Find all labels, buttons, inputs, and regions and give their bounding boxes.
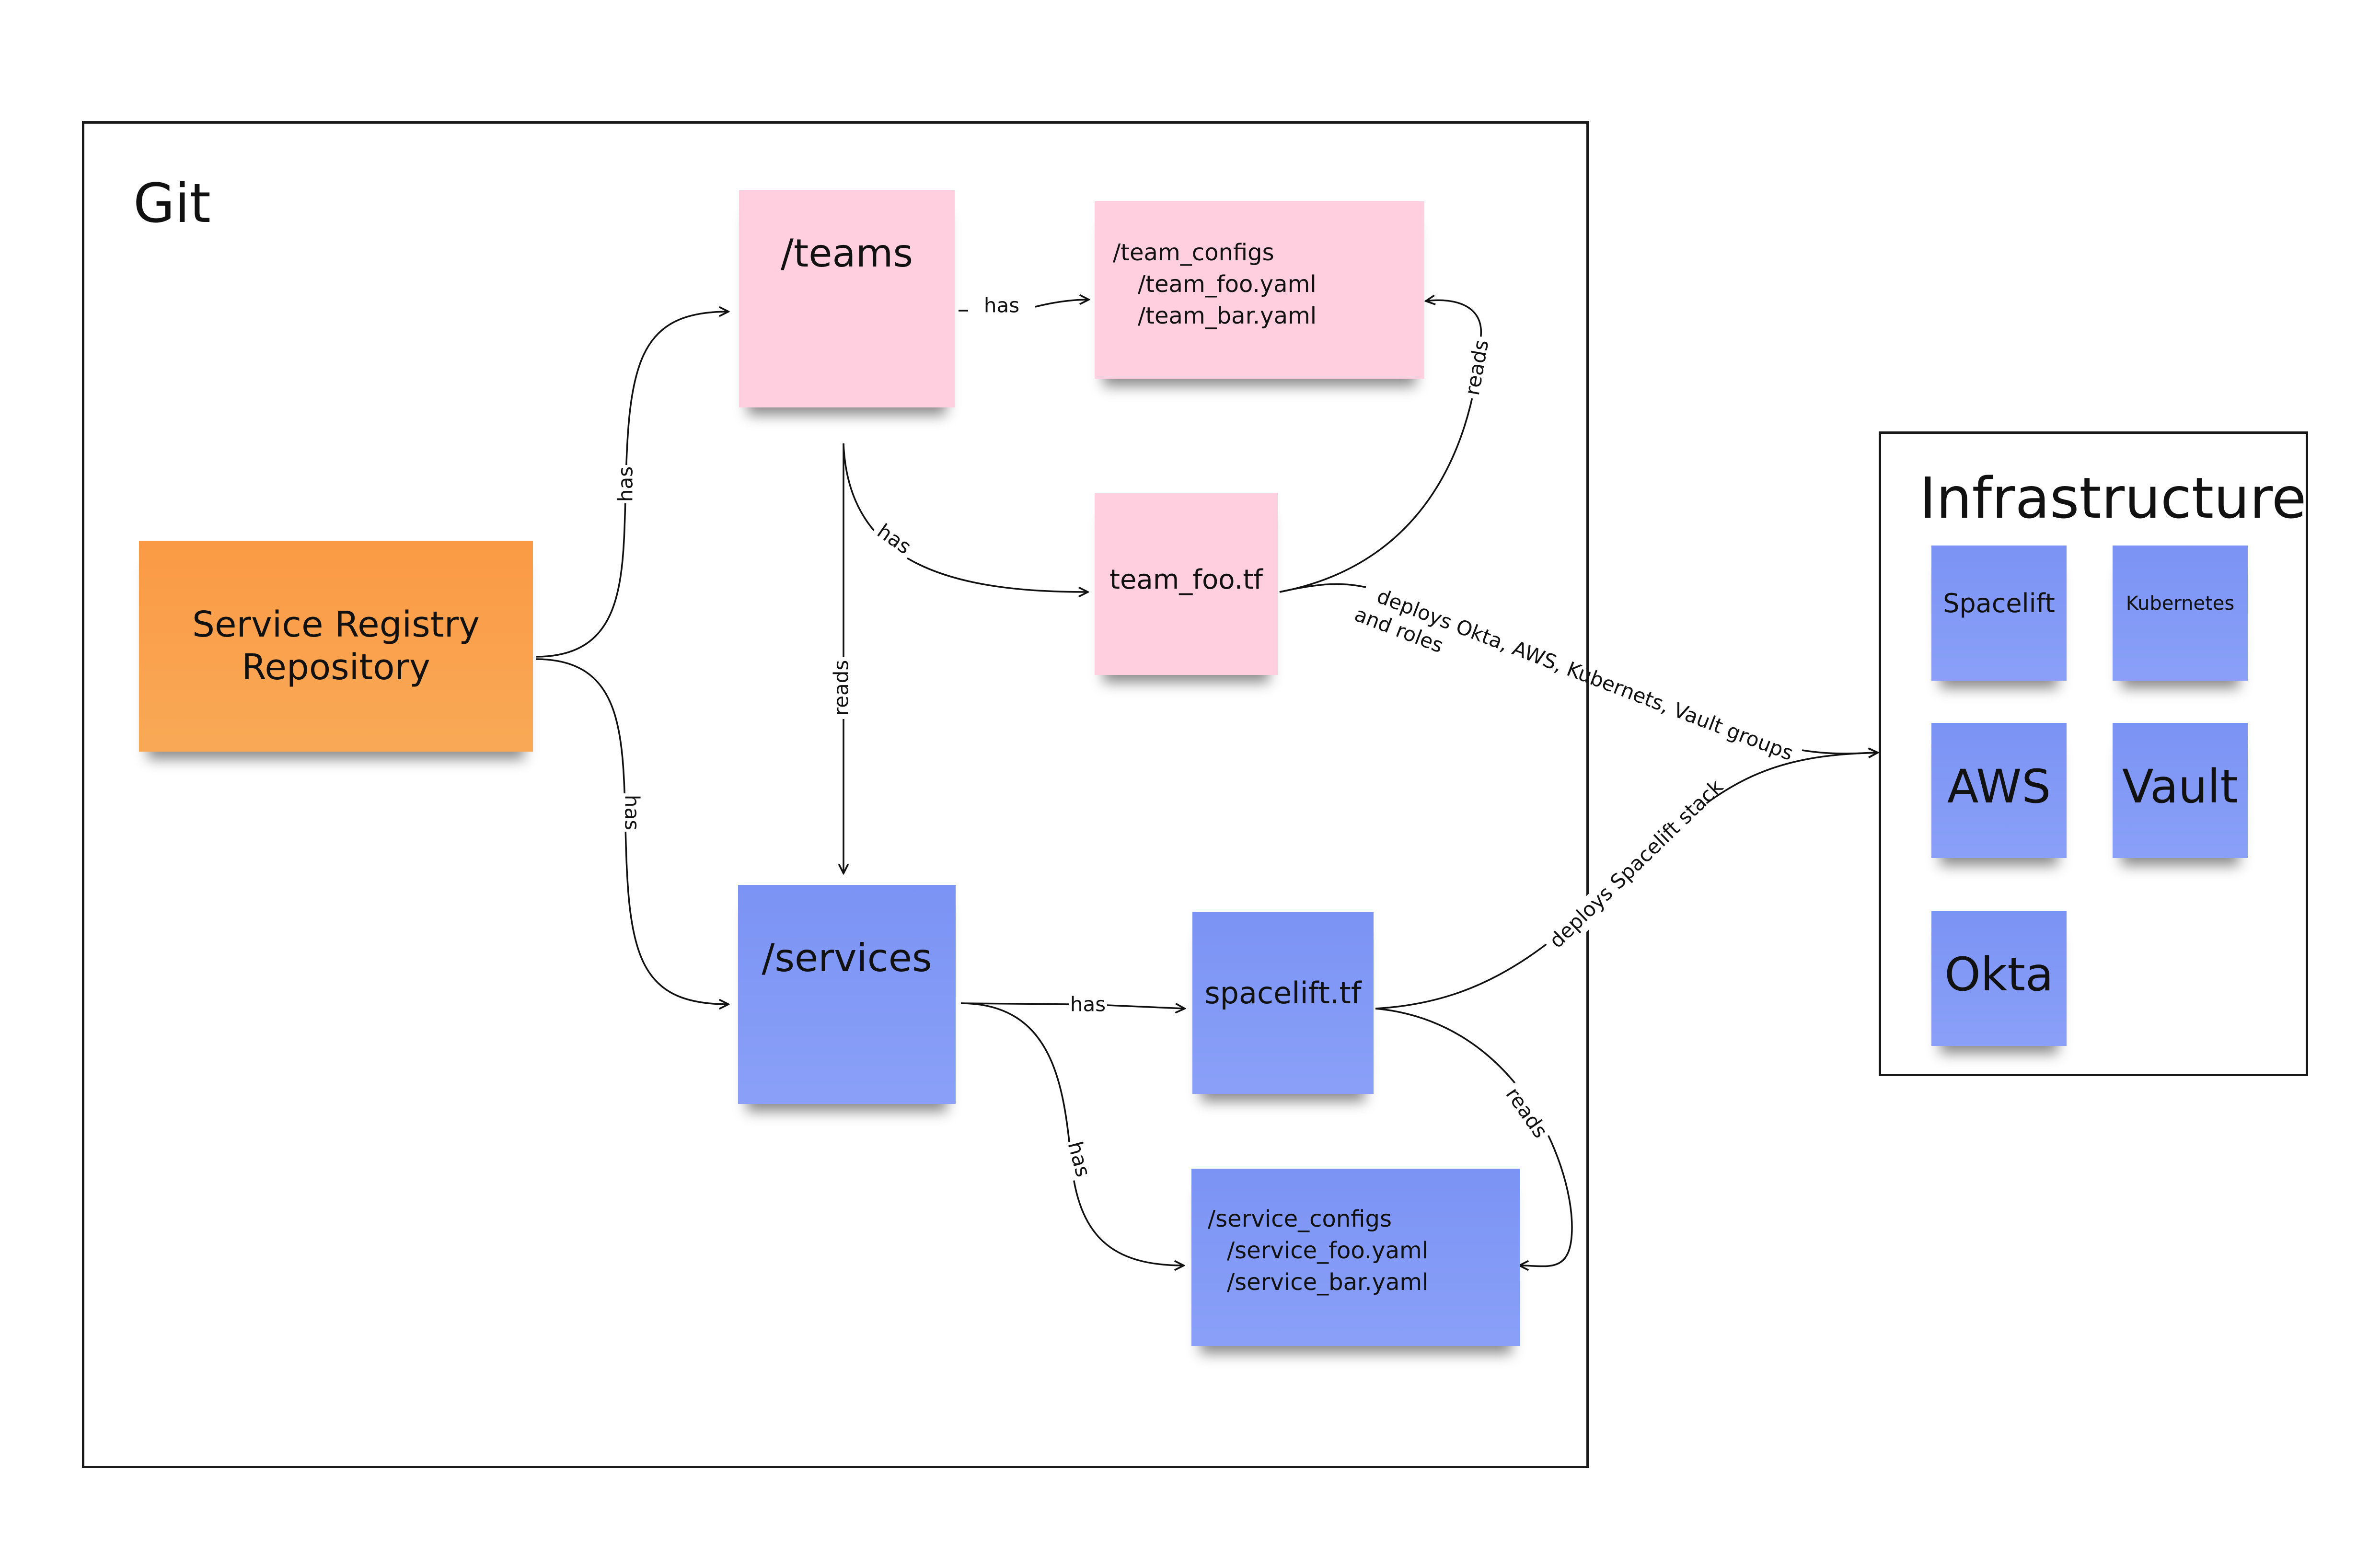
infra-kubernetes[interactable]: Kubernetes: [2113, 546, 2248, 681]
node-teams-label: /teams: [780, 231, 913, 276]
node-spacelift-tf-label: spacelift.tf: [1204, 975, 1362, 1010]
node-team-foo-tf[interactable]: team_foo.tf: [1095, 493, 1278, 675]
infra-kubernetes-label: Kubernetes: [2126, 592, 2235, 615]
node-services[interactable]: /services: [738, 885, 956, 1104]
infra-okta-label: Okta: [1944, 948, 2054, 1002]
team-configs-file-bar: /team_bar.yaml: [1138, 302, 1317, 329]
node-service-registry-repository-label: Service Registry Repository: [192, 604, 480, 688]
infra-vault[interactable]: Vault: [2113, 723, 2248, 858]
infra-aws-label: AWS: [1947, 760, 2051, 814]
node-teams[interactable]: /teams: [739, 190, 955, 407]
infra-vault-label: Vault: [2122, 760, 2239, 814]
git-frame-title: Git: [133, 173, 211, 235]
node-services-label: /services: [762, 935, 932, 980]
service-configs-folder: /service_configs: [1208, 1206, 1392, 1232]
node-team-foo-tf-label: team_foo.tf: [1109, 564, 1263, 596]
team-configs-file-foo: /team_foo.yaml: [1138, 271, 1317, 298]
infra-okta[interactable]: Okta: [1931, 911, 2067, 1046]
node-team-configs[interactable]: /team_configs /team_foo.yaml /team_bar.y…: [1095, 201, 1424, 379]
infra-spacelift-label: Spacelift: [1943, 588, 2055, 618]
infra-aws[interactable]: AWS: [1931, 723, 2067, 858]
node-service-registry-repository[interactable]: Service Registry Repository: [139, 541, 533, 752]
service-configs-file-bar: /service_bar.yaml: [1227, 1269, 1429, 1296]
node-spacelift-tf[interactable]: spacelift.tf: [1192, 912, 1374, 1094]
infrastructure-frame-title: Infrastructure: [1919, 465, 2307, 531]
team-configs-file-list: /team_configs /team_foo.yaml /team_bar.y…: [1095, 201, 1424, 332]
service-configs-file-foo: /service_foo.yaml: [1227, 1237, 1429, 1264]
node-service-configs[interactable]: /service_configs /service_foo.yaml /serv…: [1191, 1169, 1520, 1346]
service-configs-file-list: /service_configs /service_foo.yaml /serv…: [1191, 1169, 1520, 1298]
team-configs-folder: /team_configs: [1113, 239, 1274, 266]
infra-spacelift[interactable]: Spacelift: [1931, 546, 2067, 681]
